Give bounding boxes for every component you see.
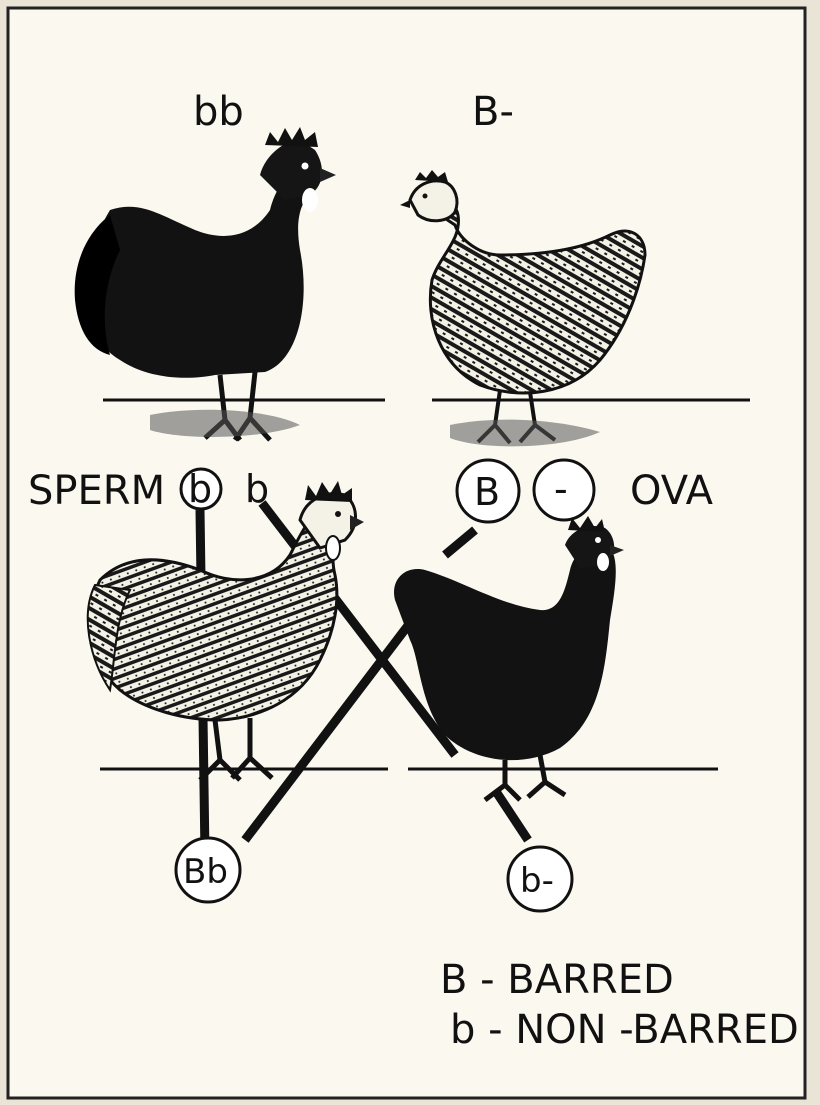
father-genotype-label: bb bbox=[193, 89, 244, 135]
ova-label: OVA bbox=[630, 468, 714, 514]
sperm-label: SPERM bbox=[28, 468, 165, 514]
figure-panel bbox=[8, 8, 805, 1098]
ova-allele-1: B bbox=[474, 470, 500, 514]
daughter-genotype-label: b- bbox=[520, 861, 554, 901]
sperm-allele-1: b bbox=[188, 467, 212, 511]
sperm-allele-2: b bbox=[245, 467, 269, 511]
mother-genotype-label: B- bbox=[472, 89, 514, 135]
legend-non-barred: b - NON -BARRED bbox=[450, 1007, 799, 1053]
legend-barred: B - BARRED bbox=[440, 957, 674, 1003]
ova-allele-2: - bbox=[554, 467, 568, 511]
son-genotype-label: Bb bbox=[183, 852, 228, 892]
